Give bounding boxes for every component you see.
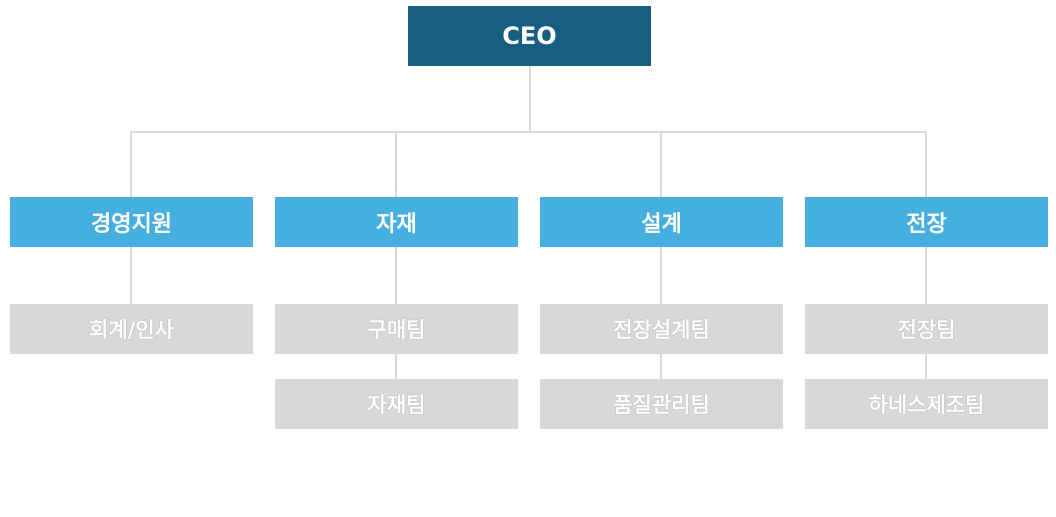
department-electrical: 전장 [805, 197, 1048, 247]
team-accounting-hr: 회계/인사 [10, 304, 253, 354]
department-management-support: 경영지원 [10, 197, 253, 247]
team-purchasing: 구매팀 [275, 304, 518, 354]
department-connector-3 [660, 131, 662, 197]
team-label: 자재팀 [367, 393, 426, 417]
team-label: 전장팀 [897, 318, 956, 342]
team-connector-1 [130, 247, 132, 304]
ceo-box: CEO [408, 6, 651, 66]
ceo-connector [529, 66, 531, 132]
team-quality-control: 품질관리팀 [540, 379, 783, 429]
department-connector-2 [395, 131, 397, 197]
team-label: 구매팀 [367, 318, 426, 342]
department-label: 전장 [906, 212, 947, 237]
team-electrical-design: 전장설계팀 [540, 304, 783, 354]
team-label: 품질관리팀 [613, 393, 710, 417]
department-label: 설계 [641, 212, 682, 237]
department-design: 설계 [540, 197, 783, 247]
team-electrical: 전장팀 [805, 304, 1048, 354]
ceo-label: CEO [502, 22, 557, 50]
department-materials: 자재 [275, 197, 518, 247]
team-label: 회계/인사 [89, 318, 174, 342]
department-bus-connector [130, 131, 927, 133]
department-label: 자재 [376, 212, 417, 237]
department-connector-4 [925, 131, 927, 197]
department-connector-1 [130, 131, 132, 197]
team-harness-manufacturing: 하네스제조팀 [805, 379, 1048, 429]
team-label: 전장설계팀 [613, 318, 710, 342]
team-label: 하네스제조팀 [868, 393, 985, 417]
department-label: 경영지원 [91, 212, 172, 237]
team-materials: 자재팀 [275, 379, 518, 429]
